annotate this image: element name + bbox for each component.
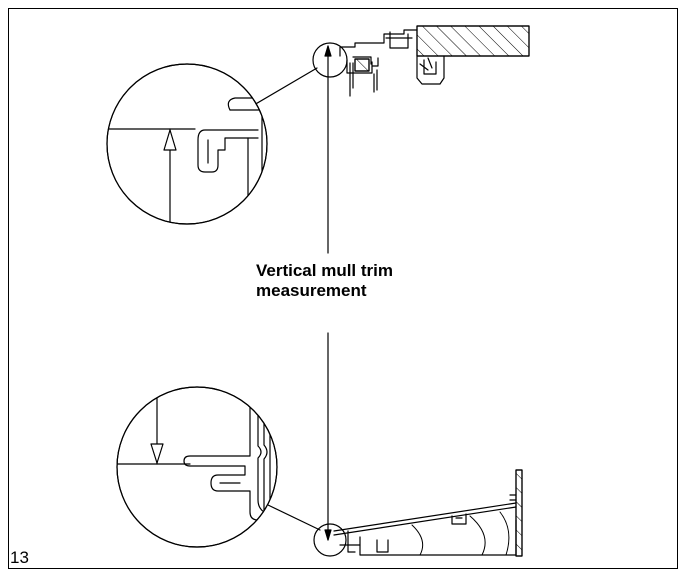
figure-number: 13	[10, 548, 29, 567]
bottom-frame-body	[359, 519, 517, 556]
bottom-end-post	[515, 469, 523, 557]
bottom-sill-clips	[376, 513, 467, 553]
top-leader-line	[253, 67, 318, 106]
measurement-callout-label: Vertical mull trim measurement	[256, 261, 393, 301]
top-mounting-fin	[349, 62, 378, 97]
top-head-section	[312, 25, 530, 97]
top-sash-clip	[416, 55, 445, 85]
top-detail-circle-small	[312, 42, 348, 78]
figure-frame	[8, 8, 678, 569]
top-wood-frame	[416, 25, 530, 57]
callout-line-1: Vertical mull trim	[256, 261, 393, 280]
callout-line-2: measurement	[256, 281, 367, 300]
bottom-detail-circle	[116, 386, 278, 548]
top-detail-circle	[106, 63, 268, 225]
bottom-leader-line	[267, 504, 321, 531]
bottom-detail-circle-small	[313, 523, 347, 557]
top-trim-profile	[339, 29, 418, 74]
bottom-magnified-detail	[116, 386, 278, 548]
measurement-arrow-up	[324, 45, 332, 57]
vertical-measurement-line	[324, 45, 332, 541]
top-gasket-block	[354, 58, 370, 72]
bottom-sill-section	[313, 469, 523, 557]
top-magnified-detail	[106, 63, 268, 225]
measurement-arrow-down	[324, 529, 332, 541]
bottom-sill-slope	[333, 502, 517, 553]
